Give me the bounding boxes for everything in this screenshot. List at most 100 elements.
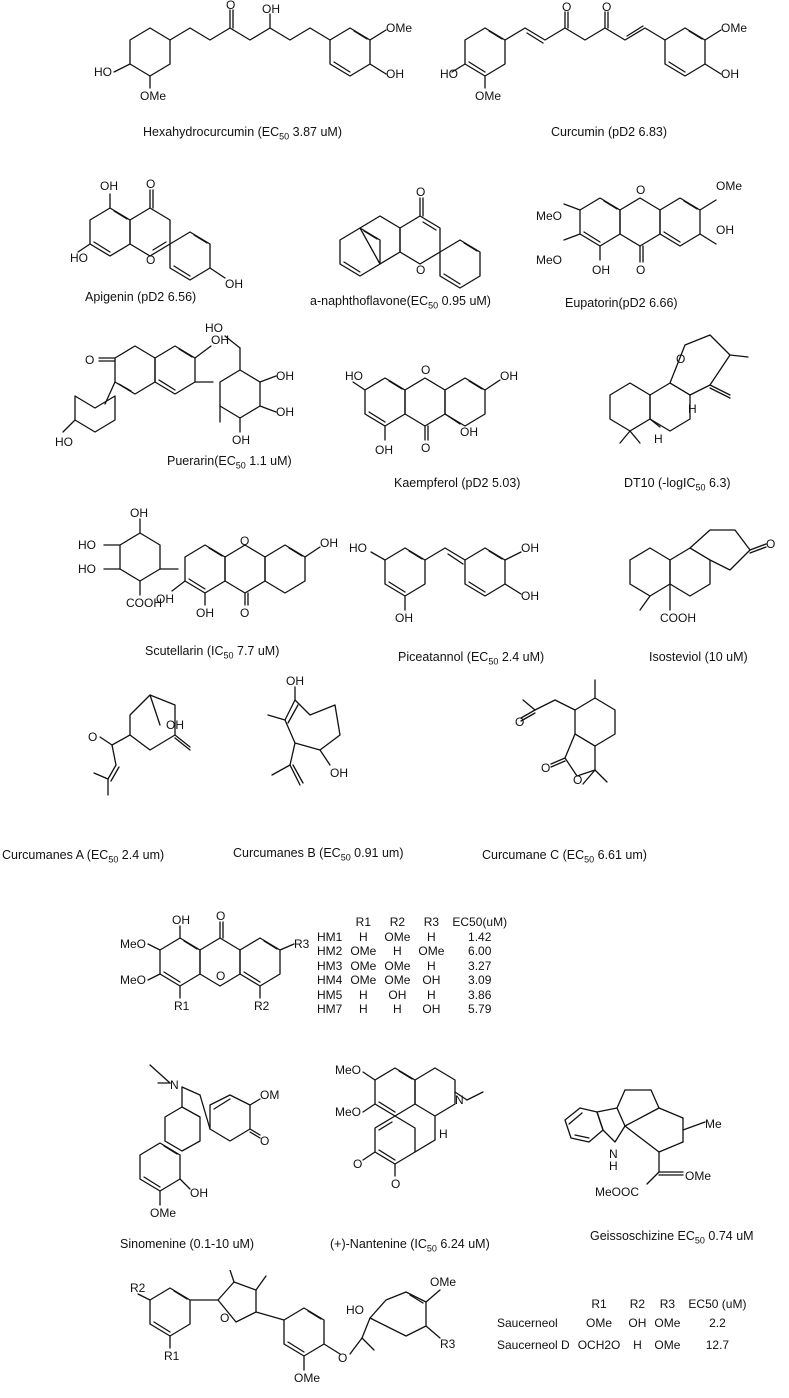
atom-label: OH (166, 718, 184, 732)
table-row: HM3 OMe OMe H 3.27 (313, 959, 511, 973)
atom-label: OMe (260, 1088, 280, 1102)
atom-label: OH (196, 606, 214, 620)
atom-label: H (609, 1159, 618, 1173)
structure-piceatannol: HO OH OH OH (345, 530, 565, 640)
atom-label: O (391, 1177, 400, 1191)
atom-label: HO (78, 538, 96, 552)
caption-sinomenine: Sinomenine (0.1-10 uM) (120, 1237, 255, 1251)
atom-label: N (609, 1147, 618, 1161)
table-cell: H (393, 944, 402, 959)
caption-curcumin: Curcumin (pD2 6.83) (551, 125, 668, 139)
atom-label: OMe (475, 89, 501, 103)
atom-label: O (676, 352, 685, 366)
atom-label: MeO (536, 209, 562, 223)
atom-label: O (416, 263, 425, 277)
atom-label: MeO (120, 973, 146, 987)
table-cell: Saucerneol D (497, 1338, 570, 1352)
atom-label: MeO (536, 253, 562, 267)
table-cell: OH (388, 987, 407, 1002)
caption-curcumane-c: Curcumane C (EC50 6.61 um) (482, 848, 647, 865)
atom-label: HO (55, 435, 73, 449)
caption-kaempferol: Kaempferol (pD2 5.03) (394, 476, 521, 490)
table-cell: H (633, 1337, 642, 1352)
atom-label: OH (500, 369, 518, 383)
atom-label: HO (94, 65, 112, 79)
table-cell: H (393, 1002, 402, 1017)
atom-label: HO (345, 369, 363, 383)
atom-label: OH (330, 766, 348, 780)
table-cell: 3.27 (468, 958, 492, 973)
atom-label: HO (70, 251, 88, 265)
caption-hexahydrocurcumin: Hexahydrocurcumin (EC50 3.87 uM) (143, 125, 342, 142)
table-cell: 6.00 (468, 944, 492, 959)
atom-label: OMe (386, 21, 412, 35)
atom-label: HO (440, 67, 458, 81)
atom-label: OH (521, 541, 539, 555)
caption-isosteviol: Isosteviol (10 uM) (649, 650, 748, 664)
table-cell: 3.86 (468, 987, 492, 1002)
caption-apigenin: Apigenin (pD2 6.56) (85, 290, 197, 304)
atom-label: OH (276, 405, 294, 419)
atom-label: R2 (254, 999, 270, 1013)
table-cell: H (427, 958, 436, 973)
structure-apigenin: O O OH HO OH (70, 170, 290, 290)
table-cell: OMe (586, 1315, 613, 1330)
table-cell: H (359, 1002, 368, 1017)
table-cell: OMe (654, 1337, 681, 1352)
atom-label: HO (205, 321, 223, 335)
table-cell: OMe (384, 958, 411, 973)
table-cell: OMe (384, 973, 411, 988)
atom-label: O (515, 715, 524, 729)
atom-label: H (654, 432, 663, 446)
table-cell: OMe (418, 944, 445, 959)
structure-xanthone-hm: O O OH MeO MeO R1 R2 R3 (120, 910, 320, 1025)
atom-label: COOH (660, 611, 696, 625)
atom-label: N (455, 1093, 464, 1107)
structure-scutellarin: OH HO HO COOH O O OH OH OH (60, 505, 360, 625)
structure-puerarin: OH HO OH OH OH O HO (55, 318, 315, 493)
table-cell: HM4 (317, 973, 343, 988)
atom-label: OH (190, 1186, 208, 1200)
atom-label: OMe (685, 1169, 711, 1183)
atom-label: OH (276, 369, 294, 383)
atom-label: OMe (430, 1275, 456, 1289)
atom-label: OMe (150, 1206, 176, 1220)
table-row: HM5 H OH H 3.86 (313, 988, 511, 1002)
table-cell: H (359, 987, 368, 1002)
column-header: EC50 (uM) (688, 1297, 747, 1311)
atom-label: O (766, 537, 775, 551)
table-cell: HM2 (317, 944, 343, 959)
atom-label: R2 (130, 1281, 146, 1295)
column-header: R1 (591, 1297, 607, 1311)
table-cell: H (427, 930, 436, 944)
atom-label: OH (262, 2, 280, 16)
atom-label: R1 (164, 1349, 180, 1363)
table-cell: OMe (654, 1315, 681, 1330)
atom-label: O (85, 353, 94, 367)
column-header (493, 1296, 574, 1312)
atom-label: OH (521, 589, 539, 603)
atom-label: O (216, 969, 225, 983)
structure-curcumanes-a: O OH (80, 675, 220, 815)
table-cell: 3.09 (468, 973, 492, 988)
atom-label: MeO (335, 1063, 361, 1077)
atom-label: O (338, 1351, 347, 1365)
atom-label: OMe (294, 1371, 320, 1385)
atom-label: O (146, 177, 155, 191)
atom-label: OH (130, 506, 148, 520)
atom-label: O (353, 1157, 362, 1171)
table-cell: 1.42 (468, 930, 492, 944)
atom-label: HO (349, 541, 367, 555)
atom-label: OH (721, 67, 739, 81)
table-cell: 12.7 (705, 1337, 730, 1352)
saucerneol-table: R1 R2 R3 EC50 (uM) Saucerneol OMe OH OMe… (493, 1296, 750, 1356)
atom-label: R3 (294, 937, 310, 951)
caption-dt10: DT10 (-logIC50 6.3) (624, 476, 731, 493)
atom-label: HO (346, 1303, 364, 1317)
table-row: HM1 H OMe H 1.42 (313, 930, 511, 944)
structure-curcumin: O O OMe OH HO OMe (440, 0, 780, 115)
caption-eupatorin: Eupatorin(pD2 6.66) (565, 296, 678, 310)
atom-label: O (146, 253, 155, 267)
atom-label: OH (375, 443, 393, 457)
table-row: HM7 H H OH 5.79 (313, 1002, 511, 1016)
